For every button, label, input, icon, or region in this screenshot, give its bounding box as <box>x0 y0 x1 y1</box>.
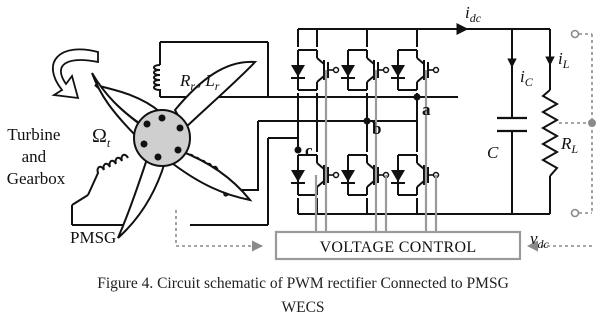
figure-caption: Figure 4. Circuit schematic of PWM recti… <box>0 272 606 320</box>
switch-upper-3 <box>391 47 440 93</box>
switch-upper-1 <box>291 47 340 93</box>
label-node-c: c <box>305 141 313 160</box>
node-b-dot <box>363 117 371 125</box>
label-vdc: vdc <box>530 229 550 251</box>
switch-lower-2 <box>341 152 390 198</box>
label-turbine: Turbine and Gearbox <box>7 125 66 188</box>
label-rl: RL <box>560 134 578 156</box>
output-terminals <box>559 29 593 218</box>
switch-lower-1 <box>291 152 340 198</box>
turbine-blades <box>91 60 258 239</box>
label-il: iL <box>558 49 570 71</box>
node-c-dot <box>294 146 302 154</box>
rotation-arrow <box>51 48 99 100</box>
switch-lower-3 <box>391 152 440 198</box>
coil-top <box>153 64 161 96</box>
label-node-b: b <box>372 119 381 138</box>
load-resistor <box>540 89 560 177</box>
label-c: C <box>487 143 499 162</box>
caption-line-2: WECS <box>281 299 325 316</box>
label-ic: iC <box>520 67 534 89</box>
control-wires <box>274 70 522 261</box>
hub-dots <box>140 114 184 161</box>
circuit-schematic: idc iL iC C RL Rr,Lr a b c Turbine and G… <box>7 3 596 261</box>
caption-line-1: Figure 4. Circuit schematic of PWM recti… <box>97 275 509 292</box>
output-node-dot <box>588 119 596 127</box>
voltage-control-box <box>274 230 522 261</box>
switch-upper-2 <box>341 47 390 93</box>
label-node-a: a <box>422 100 431 119</box>
label-omega: Ωt <box>92 125 111 150</box>
coil-left <box>87 153 129 196</box>
dotted-feedback <box>175 210 592 252</box>
node-a-dot <box>413 93 421 101</box>
voltage-control-label: VOLTAGE CONTROL <box>320 239 477 256</box>
label-pmsg: PMSG <box>70 228 116 247</box>
capacitor <box>497 116 527 133</box>
label-idc: idc <box>465 3 482 25</box>
label-rr-lr: Rr,Lr <box>179 71 220 93</box>
